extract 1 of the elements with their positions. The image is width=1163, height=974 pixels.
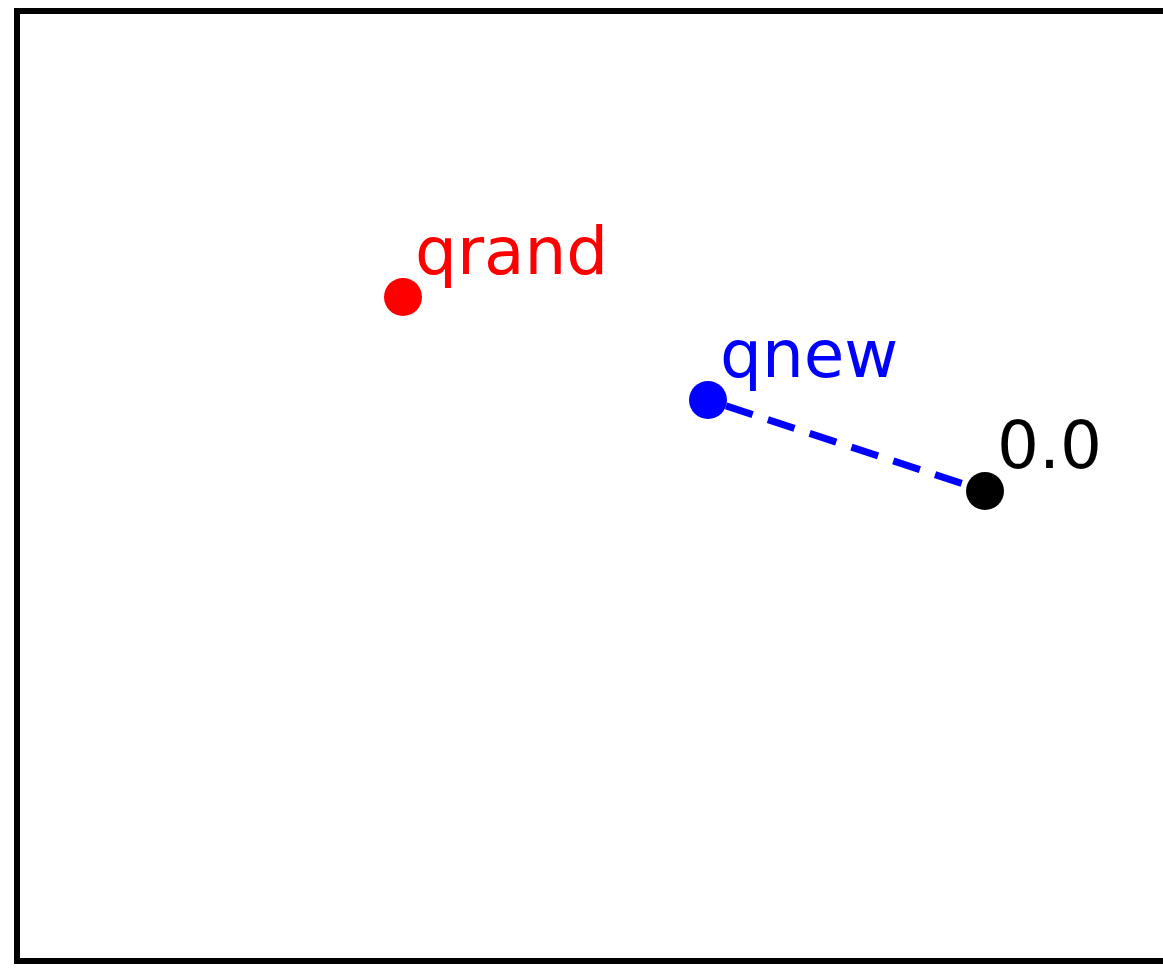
point-label: 0.0 [997, 413, 1102, 479]
